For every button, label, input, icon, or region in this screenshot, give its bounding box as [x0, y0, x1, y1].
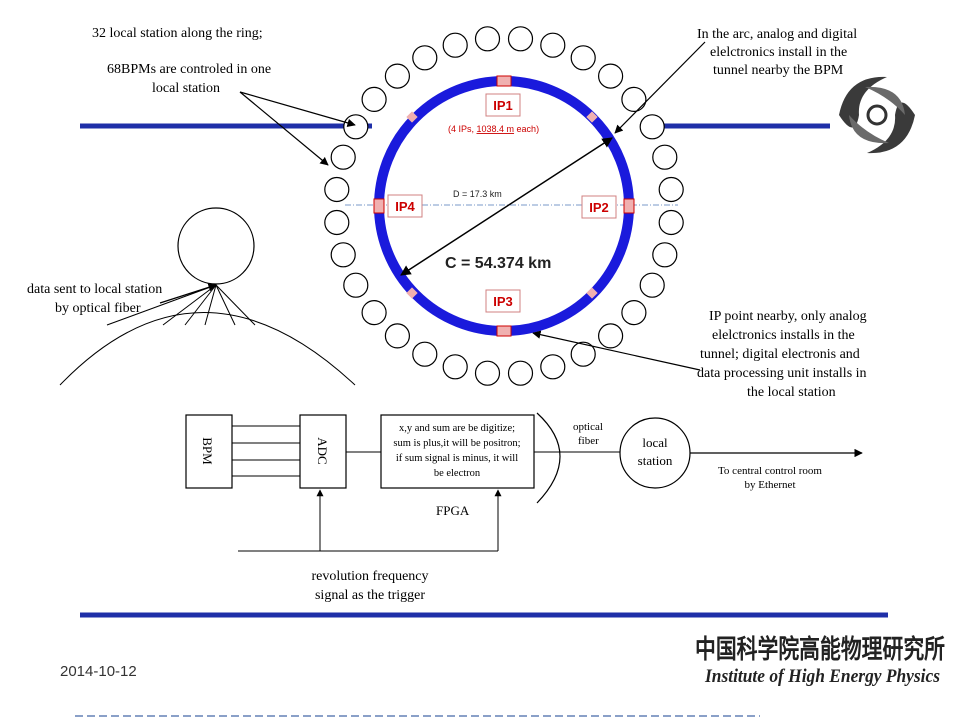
ip-length-note: (4 IPs, 1038.4 m each)	[448, 124, 539, 134]
local-station-circle	[361, 300, 387, 326]
local-station-line2: station	[638, 453, 673, 468]
ip-text-line2: elelctronics installs in the	[712, 328, 855, 343]
fiber-text-line2: by optical fiber	[55, 301, 141, 316]
local-station-circle	[507, 360, 534, 386]
ip-text-line1: IP point nearby, only analog	[709, 309, 867, 324]
beam-pipe-circle	[177, 207, 255, 285]
ip1-label: IP1	[493, 98, 513, 113]
local-station-count-text: 32 local station along the ring;	[92, 26, 263, 41]
local-station-circle	[384, 323, 410, 349]
local-station-circle	[652, 242, 678, 268]
local-station-circle	[412, 341, 438, 367]
local-station-circle	[330, 242, 356, 268]
bpm-count-text-line2: local station	[152, 81, 220, 96]
local-station-circle	[639, 272, 665, 298]
local-station-circle	[507, 26, 534, 52]
ip-text-line4: data processing unit installs in	[697, 366, 867, 381]
local-station-circle	[658, 209, 684, 236]
bpm-count-text-line1: 68BPMs are controled in one	[107, 62, 271, 77]
institute-name-cn: 中国科学院高能物理研究所	[695, 634, 945, 665]
fpga-desc-line4: be electron	[434, 468, 481, 479]
local-station-circles	[324, 26, 684, 386]
fpga-desc-line2: sum is plus,it will be positron;	[393, 438, 520, 449]
circumference-label: C = 54.374 km	[445, 255, 551, 272]
diameter-label: D = 17.3 km	[453, 189, 502, 199]
local-station-circle	[652, 144, 678, 170]
arc-text-line3: tunnel nearby the BPM	[713, 63, 844, 78]
local-station-circle	[597, 323, 624, 349]
bpm-pointer-arrow-2	[239, 91, 329, 166]
local-station-circle	[639, 114, 665, 140]
fpga-desc-line1: x,y and sum are be digitize;	[399, 423, 515, 434]
diameter-arrow	[400, 137, 613, 276]
local-station-circle	[324, 176, 350, 203]
local-station-circle	[474, 26, 501, 52]
ip3-label: IP3	[493, 294, 513, 309]
slide-date: 2014-10-12	[60, 663, 137, 680]
local-station-circle	[442, 32, 468, 58]
ip-pointer-arrow	[532, 330, 701, 371]
local-station-circle	[540, 32, 566, 58]
central-room-line1: To central control room	[718, 465, 822, 477]
ihep-emblem-icon	[837, 75, 917, 155]
optical-fiber-line1: optical	[573, 421, 603, 433]
local-station-circle	[384, 63, 410, 89]
adc-label: ADC	[315, 437, 330, 464]
fpga-label: FPGA	[436, 503, 470, 518]
fpga-box	[380, 414, 535, 489]
local-station-line1: local	[642, 435, 668, 450]
local-station-circle	[597, 63, 624, 89]
optical-fiber-line2: fiber	[578, 435, 599, 447]
central-room-line2: by Ethernet	[744, 479, 795, 491]
ip2-label: IP2	[589, 200, 609, 215]
fiber-text-line1: data sent to local station	[27, 282, 162, 297]
bpm-adc-wires	[232, 425, 300, 477]
arc-pointer-arrow	[614, 41, 706, 134]
fiber-lines	[59, 284, 356, 386]
ip-text-line3: tunnel; digital electronis and	[700, 347, 860, 362]
bpm-box	[185, 414, 233, 489]
fpga-desc-line3: if sum signal is minus, it will	[396, 453, 518, 464]
ip-text-line5: the local station	[747, 385, 836, 400]
local-station-circle	[570, 45, 596, 71]
local-station-circle	[540, 354, 566, 380]
institute-name-en: Institute of High Energy Physics	[704, 666, 940, 687]
local-station-circle	[442, 354, 468, 380]
local-station-circle	[412, 45, 438, 71]
ip4-label: IP4	[395, 199, 415, 214]
local-station-circle	[324, 209, 350, 236]
fiber-pointer-arrow	[159, 283, 217, 304]
local-station-circle	[658, 176, 684, 203]
local-station-circle	[361, 86, 387, 113]
bpm-label: BPM	[200, 437, 215, 465]
local-station-circle	[570, 341, 596, 367]
local-station-circle	[330, 144, 356, 170]
trigger-text-line2: signal as the trigger	[315, 588, 425, 603]
trigger-text-line1: revolution frequency	[311, 569, 428, 584]
bpm-pointer-arrow-1	[239, 91, 356, 127]
local-station-circle	[621, 300, 647, 326]
local-station-circle	[474, 360, 501, 386]
local-station-circle	[621, 86, 647, 113]
arc-text-line2: elelctronics install in the	[710, 45, 847, 60]
local-station-circle	[343, 272, 369, 298]
arc-text-line1: In the arc, analog and digital	[697, 27, 857, 42]
optical-fiber-arc	[536, 412, 561, 504]
local-station-circle	[343, 114, 369, 140]
